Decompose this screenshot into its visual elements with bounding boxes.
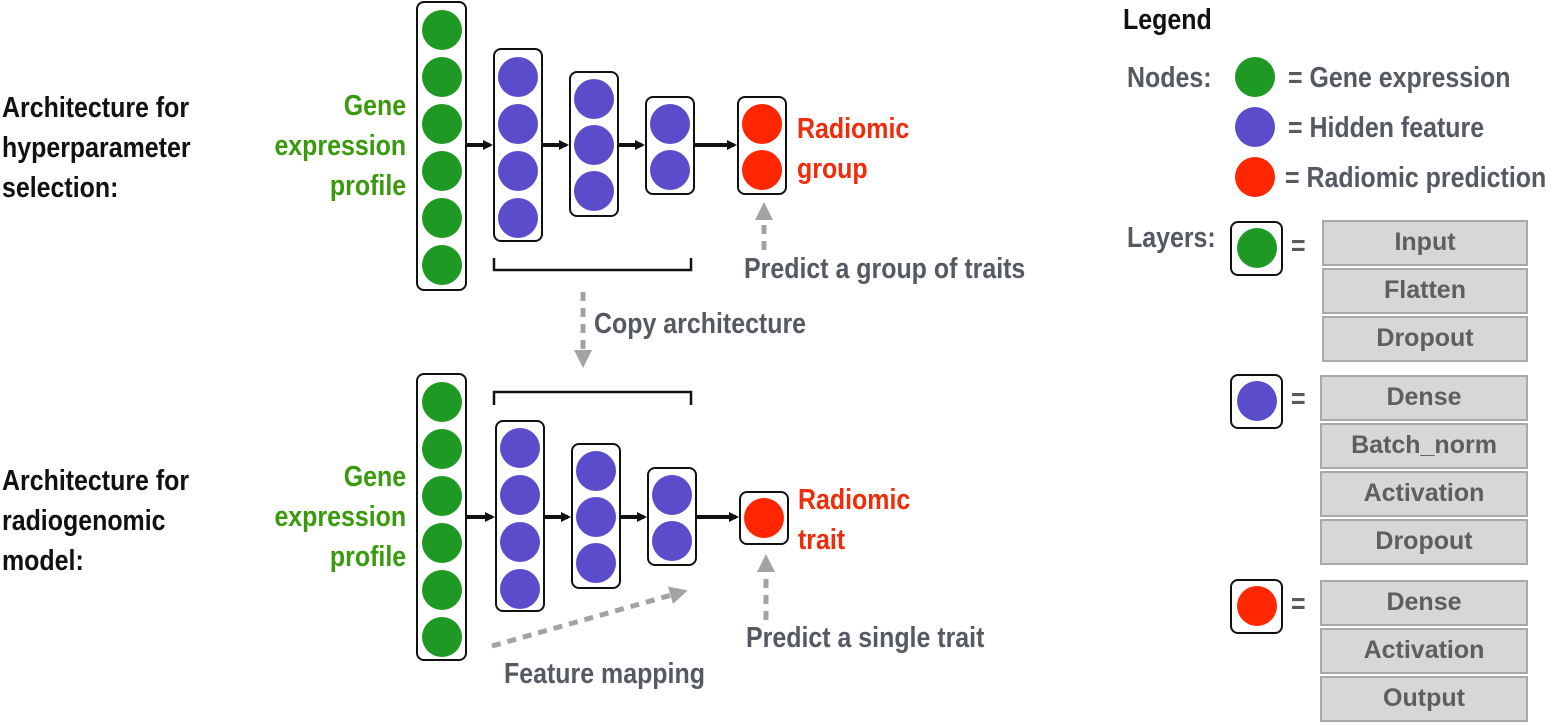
bottom-hidden-node	[500, 569, 540, 609]
bottom-input-node	[422, 617, 462, 657]
top-hidden-layer-1	[493, 48, 543, 242]
bottom-hidden-layer-3	[647, 467, 697, 566]
legend-radiomic-node	[1235, 157, 1275, 197]
bottom-hidden-node	[500, 428, 540, 468]
legend-gene-node	[1235, 57, 1275, 97]
bottom-input-node	[422, 382, 462, 422]
top-hidden-layer-3	[645, 96, 695, 195]
legend-blue-equals: =	[1291, 383, 1306, 415]
legend-gene-expression: = Gene expression	[1288, 62, 1511, 94]
layer-box-input: Input	[1322, 220, 1528, 266]
bottom-input-node	[422, 523, 462, 563]
bottom-hidden-layer-1	[495, 420, 545, 612]
layer-box-dropout: Dropout	[1322, 316, 1528, 362]
layer-box-batch-norm: Batch_norm	[1320, 423, 1528, 469]
bottom-predict-note: Predict a single trait	[746, 622, 985, 654]
bottom-hidden-node	[500, 475, 540, 515]
bottom-bracket	[492, 390, 693, 405]
layer-box-dropout: Dropout	[1320, 519, 1528, 565]
legend-blue-layer	[1230, 374, 1283, 429]
top-bracket	[492, 258, 693, 272]
top-output-node	[742, 150, 782, 190]
bottom-output-label: Radiomic trait	[798, 484, 911, 556]
top-output-label: Radiomic group	[797, 113, 910, 185]
top-output-layer	[737, 96, 787, 195]
legend-green-layer-node	[1237, 228, 1277, 268]
top-input-node	[422, 104, 462, 144]
legend-green-equals: =	[1291, 230, 1306, 262]
bottom-hidden-node	[576, 497, 616, 537]
bottom-output-node	[744, 498, 784, 538]
legend-green-layer	[1230, 221, 1283, 276]
legend-nodes-label: Nodes:	[1127, 62, 1212, 94]
top-hidden-layer-2	[569, 71, 619, 217]
layer-box-dense: Dense	[1320, 375, 1528, 421]
bottom-hidden-node	[500, 522, 540, 562]
bottom-hidden-layer-2	[571, 443, 621, 589]
top-output-node	[742, 104, 782, 144]
layer-box-flatten: Flatten	[1322, 268, 1528, 314]
top-input-layer	[416, 1, 467, 291]
layer-box-activation: Activation	[1320, 471, 1528, 517]
legend-layers-label: Layers:	[1127, 222, 1216, 254]
legend-red-layer	[1230, 579, 1283, 634]
copy-architecture-note: Copy architecture	[594, 308, 807, 340]
top-predict-note: Predict a group of traits	[744, 253, 1026, 285]
layer-box-output: Output	[1320, 676, 1528, 722]
legend-blue-layer-node	[1237, 381, 1277, 421]
bottom-hidden-node	[652, 475, 692, 515]
legend-hidden-feature: = Hidden feature	[1288, 112, 1485, 144]
bottom-input-node	[422, 429, 462, 469]
bottom-input-label: Gene expression profile	[274, 461, 406, 573]
bottom-hidden-node	[576, 543, 616, 583]
bottom-input-layer	[416, 373, 467, 661]
layer-box-activation: Activation	[1320, 628, 1528, 674]
legend-hidden-node	[1235, 107, 1275, 147]
top-hidden-node	[574, 79, 614, 119]
top-hidden-node	[574, 171, 614, 211]
feature-mapping-note: Feature mapping	[504, 658, 705, 690]
top-input-node	[422, 10, 462, 50]
bottom-hidden-node	[652, 521, 692, 561]
top-architecture-heading: Architecture for hyperparameter selectio…	[2, 92, 191, 204]
legend-radiomic-prediction: = Radiomic prediction	[1285, 162, 1547, 194]
top-hidden-node	[498, 57, 538, 97]
legend-title: Legend	[1123, 4, 1212, 36]
legend-red-layer-node	[1237, 586, 1277, 626]
feature-mapping-arrow	[491, 586, 688, 649]
top-hidden-node	[498, 198, 538, 238]
bottom-input-node	[422, 570, 462, 610]
top-hidden-node	[650, 104, 690, 144]
layer-box-dense: Dense	[1320, 580, 1528, 626]
top-input-node	[422, 245, 462, 285]
top-input-node	[422, 151, 462, 191]
top-hidden-node	[498, 104, 538, 144]
bottom-architecture-heading: Architecture for radiogenomic model:	[2, 465, 190, 577]
top-hidden-node	[574, 125, 614, 165]
bottom-hidden-node	[576, 451, 616, 491]
top-hidden-node	[498, 151, 538, 191]
bottom-output-layer	[739, 491, 789, 545]
top-input-label: Gene expression profile	[274, 90, 406, 202]
top-input-node	[422, 57, 462, 97]
legend-red-equals: =	[1291, 588, 1306, 620]
top-hidden-node	[650, 150, 690, 190]
top-input-node	[422, 198, 462, 238]
bottom-input-node	[422, 476, 462, 516]
